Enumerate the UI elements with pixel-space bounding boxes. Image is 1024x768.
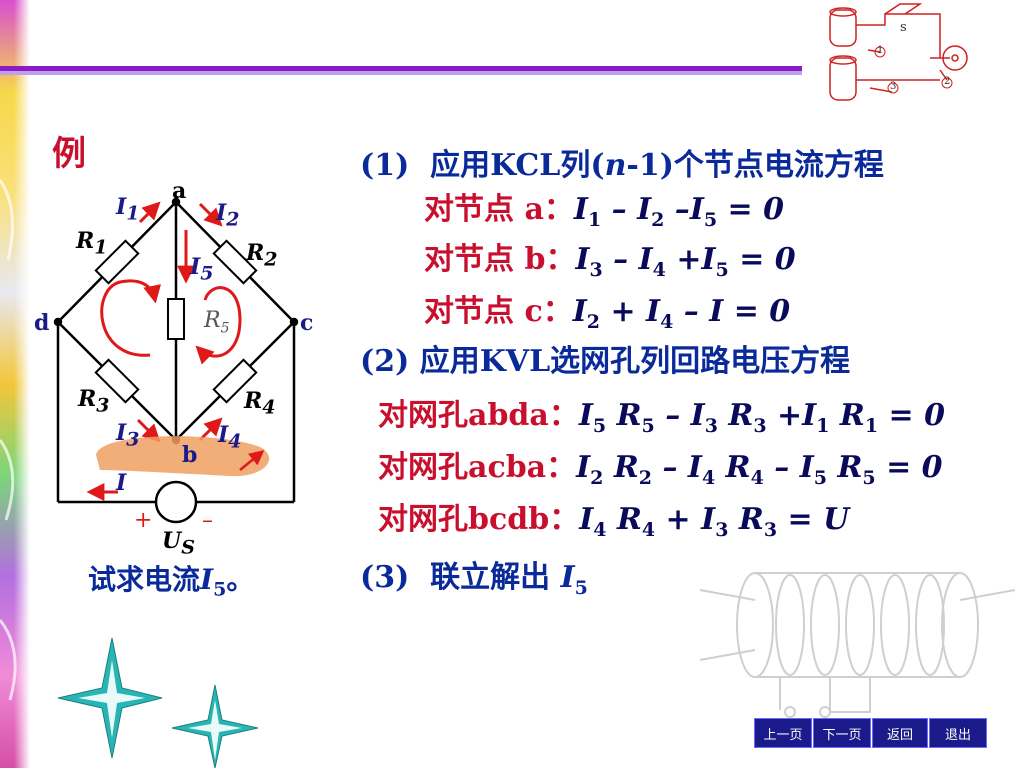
decor-label-s: s	[900, 20, 907, 35]
step1-eq-1-formula: I1 – I2 –I5 = 0	[573, 192, 784, 231]
r2-label: R2	[246, 240, 278, 271]
step3-text: (3) 联立解出 I5	[360, 560, 588, 599]
mesh-loop-bcdb	[96, 436, 270, 477]
step1-eq-2-formula: I3 – I4 +I5 = 0	[575, 242, 796, 281]
step2-eq-2: 对网孔acba：I2 R2 – I4 R4 – I5 R5 = 0	[378, 450, 943, 489]
r4-label: R4	[244, 388, 276, 419]
resistor-r3	[94, 358, 140, 404]
back-button[interactable]: 返回	[872, 718, 928, 748]
solenoid-sketch-icon	[829, 3, 968, 101]
resistor-r4	[212, 358, 258, 404]
resistor-r1	[94, 239, 140, 285]
decor-label-2: 2	[944, 76, 951, 87]
node-c-label: c	[300, 310, 314, 336]
step1-eq-3: 对节点 c：I2 + I4 – I = 0	[424, 294, 791, 333]
step2-eq-1: 对网孔abda：I5 R5 – I3 R3 +I1 R1 = 0	[378, 398, 945, 437]
prev-page-button[interactable]: 上一页	[754, 718, 812, 748]
r5-label: R5	[204, 308, 230, 337]
step2-eq-3-formula: I4 R4 + I3 R3 = U	[579, 502, 850, 541]
step1-eq-3-formula: I2 + I4 – I = 0	[572, 294, 791, 333]
i4-label: I4	[218, 422, 242, 453]
source-label: US	[162, 528, 195, 559]
i3-label: I3	[116, 420, 140, 451]
node-b-label: b	[182, 442, 198, 468]
r1-label: R1	[76, 228, 108, 259]
mesh-loop-arrows	[100, 279, 242, 365]
source-minus: –	[202, 508, 213, 533]
resistor-r5	[167, 298, 185, 340]
i-label: I	[116, 470, 127, 496]
step2-heading: (2) 应用KVL选网孔列回路电压方程	[360, 344, 851, 379]
top-title-bar	[0, 66, 802, 75]
node-a-label: a	[172, 178, 187, 204]
source-plus: +	[134, 508, 153, 533]
next-page-button[interactable]: 下一页	[813, 718, 871, 748]
step2-eq-3: 对网孔bcdb：I4 R4 + I3 R3 = U	[378, 502, 850, 541]
i1-label: I1	[116, 194, 140, 225]
i2-label: I2	[216, 200, 240, 231]
i5-label: I5	[190, 254, 214, 285]
resistor-r2	[212, 239, 258, 285]
node-d-label: d	[34, 310, 50, 336]
decor-label-1: 1	[877, 45, 884, 56]
r3-label: R3	[78, 386, 110, 417]
step1-eq-1: 对节点 a：I1 – I2 –I5 = 0	[424, 192, 784, 231]
step2-eq-1-formula: I5 R5 – I3 R3 +I1 R1 = 0	[578, 398, 945, 437]
step1-heading: (1) 应用KCL列(n-1)个节点电流方程	[360, 148, 884, 183]
decor-label-3: 3	[890, 81, 897, 92]
question-text: 试求电流I5。	[88, 563, 255, 601]
step2-eq-2-formula: I2 R2 – I4 R4 – I5 R5 = 0	[576, 450, 943, 489]
star-decoration-icon	[57, 637, 259, 768]
example-label: 例	[52, 134, 86, 174]
exit-button[interactable]: 退出	[929, 718, 987, 748]
left-decor-strip	[0, 0, 30, 768]
step1-eq-2: 对节点 b：I3 – I4 +I5 = 0	[424, 242, 796, 281]
background-coil-sketch	[699, 572, 1016, 718]
